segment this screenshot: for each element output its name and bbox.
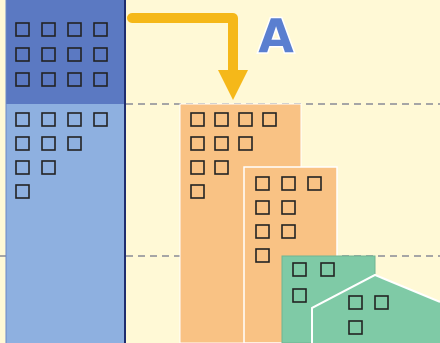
window — [15, 184, 30, 199]
window — [15, 136, 30, 151]
window — [281, 200, 296, 215]
window — [41, 72, 56, 87]
window — [348, 320, 363, 335]
window — [190, 136, 205, 151]
window — [93, 47, 108, 62]
window — [374, 295, 389, 310]
window — [93, 112, 108, 127]
window — [292, 288, 307, 303]
window — [281, 224, 296, 239]
window — [348, 295, 363, 310]
window — [238, 136, 253, 151]
down-arrow-icon — [127, 13, 248, 100]
window — [15, 22, 30, 37]
house-icon — [281, 255, 440, 343]
window — [214, 160, 229, 175]
window — [307, 176, 322, 191]
window — [15, 160, 30, 175]
window — [15, 112, 30, 127]
window — [281, 176, 296, 191]
tall-building-icon — [5, 0, 126, 343]
window — [15, 47, 30, 62]
window — [262, 112, 277, 127]
window — [255, 200, 270, 215]
window — [67, 136, 82, 151]
window — [93, 72, 108, 87]
window — [41, 112, 56, 127]
window — [255, 176, 270, 191]
window — [190, 160, 205, 175]
window — [41, 22, 56, 37]
window — [67, 22, 82, 37]
window — [292, 262, 307, 277]
window — [67, 47, 82, 62]
window — [41, 47, 56, 62]
window — [238, 112, 253, 127]
window — [190, 184, 205, 199]
window — [41, 160, 56, 175]
window — [255, 248, 270, 263]
window — [15, 72, 30, 87]
window — [93, 22, 108, 37]
window — [190, 112, 205, 127]
window — [320, 262, 335, 277]
window — [67, 112, 82, 127]
window — [255, 224, 270, 239]
window — [214, 136, 229, 151]
label-a: A — [258, 9, 294, 63]
window — [214, 112, 229, 127]
window — [67, 72, 82, 87]
window — [41, 136, 56, 151]
